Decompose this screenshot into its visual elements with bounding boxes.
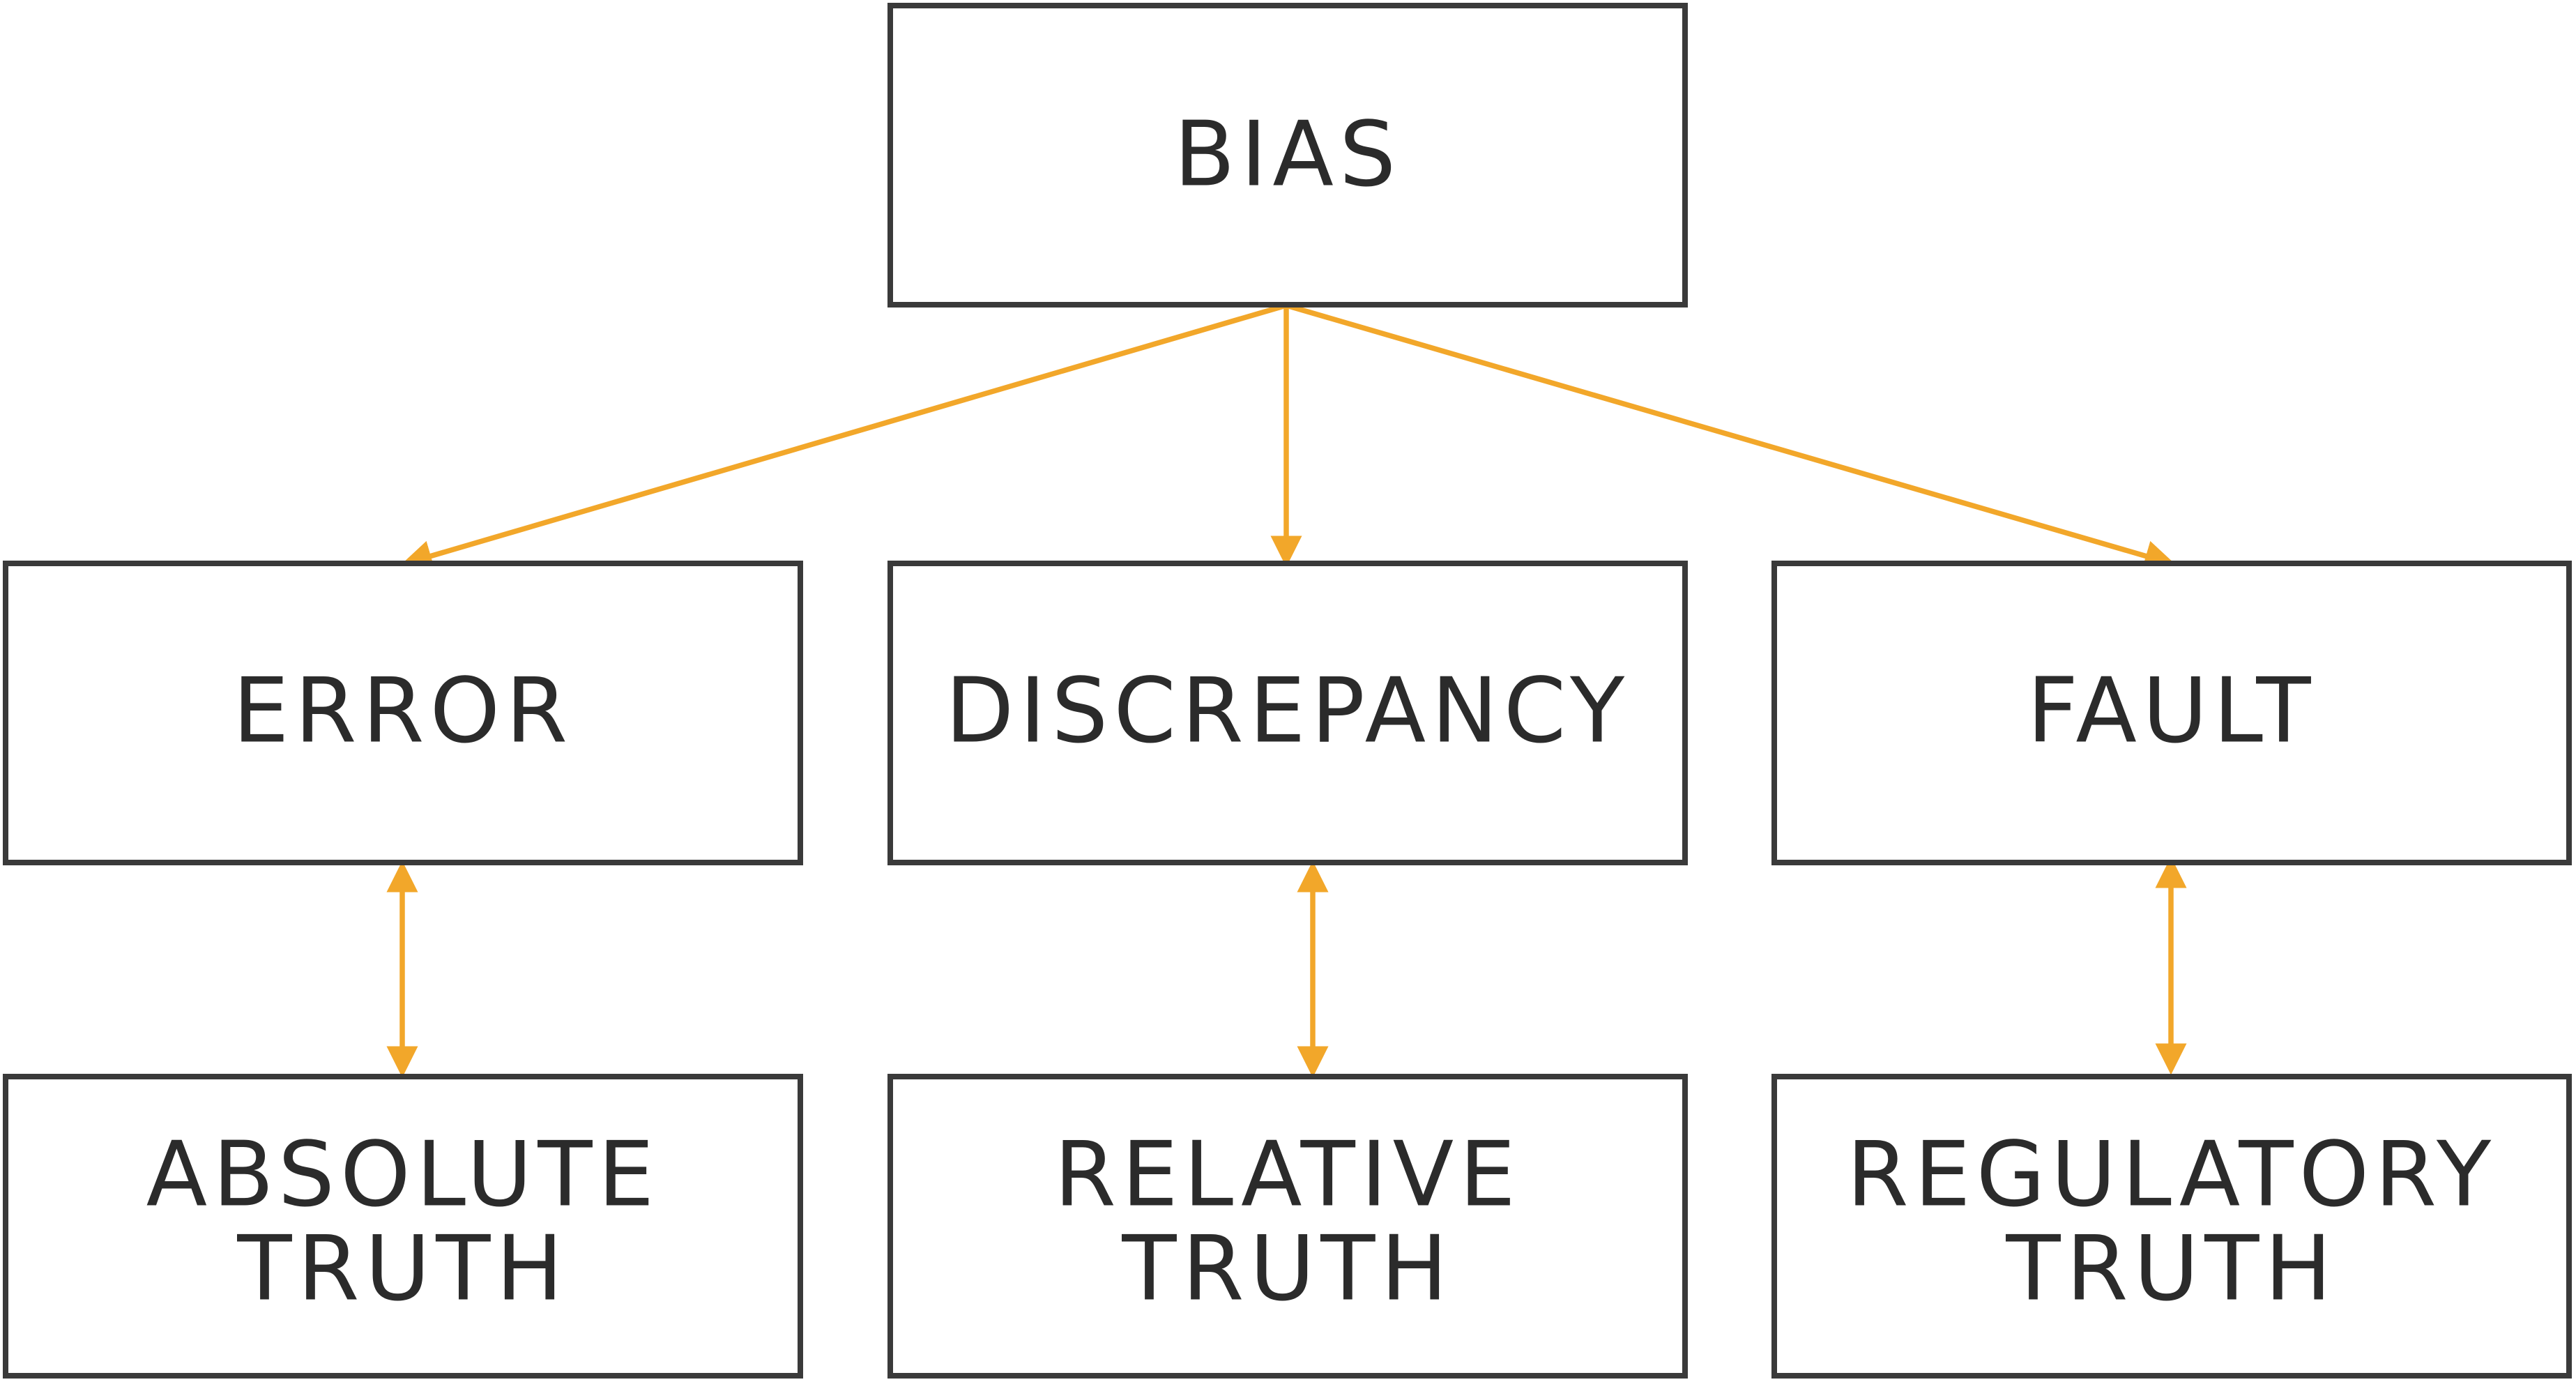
node-label-line-2: TRUTH	[2005, 1217, 2337, 1321]
node-label: FAULT	[2027, 660, 2317, 764]
node-bias: BIAS	[887, 3, 1688, 307]
connectors	[386, 303, 2187, 1078]
node-regulatory-truth: REGULATORY TRUTH	[1771, 1074, 2572, 1379]
node-error: ERROR	[3, 561, 803, 865]
edge-bias-to-fault	[1285, 303, 2177, 572]
node-absolute-truth: ABSOLUTE TRUTH	[3, 1074, 803, 1379]
node-label: DISCREPANCY	[945, 660, 1630, 764]
node-relative-truth: RELATIVE TRUTH	[887, 1074, 1688, 1379]
node-label-line-1: RELATIVE	[1054, 1123, 1521, 1227]
node-label-line-1: REGULATORY	[1847, 1123, 2497, 1227]
edge-bias-to-error	[400, 303, 1288, 572]
node-label: ERROR	[233, 660, 573, 764]
node-fault: FAULT	[1771, 561, 2572, 865]
node-label-line-2: TRUTH	[1121, 1217, 1453, 1321]
node-label-line-1: ABSOLUTE	[146, 1123, 660, 1227]
node-label-line-2: TRUTH	[236, 1217, 568, 1321]
node-discrepancy: DISCREPANCY	[887, 561, 1688, 865]
node-label: BIAS	[1174, 103, 1401, 207]
